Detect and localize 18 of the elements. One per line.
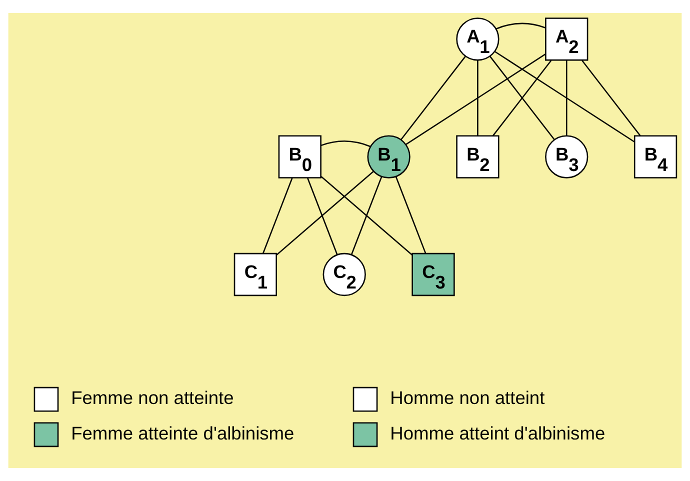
connector: [276, 170, 374, 256]
connector: [395, 176, 426, 254]
connector: [406, 54, 546, 145]
connector: [320, 140, 371, 148]
connector: [307, 178, 338, 255]
connector: [494, 50, 635, 142]
connector: [582, 60, 641, 136]
legend-label: Homme atteint d'albinisme: [390, 422, 606, 444]
connector: [477, 60, 478, 136]
connector: [350, 176, 382, 255]
legend-label: Femme non atteinte: [71, 387, 234, 408]
connector: [400, 56, 466, 140]
legend-label: Femme atteinte d'albinisme: [71, 422, 294, 444]
legend-label: Homme non atteint: [390, 387, 545, 408]
connector: [496, 22, 546, 30]
connector: [262, 178, 293, 254]
connector: [566, 60, 568, 136]
connector: [320, 176, 413, 256]
